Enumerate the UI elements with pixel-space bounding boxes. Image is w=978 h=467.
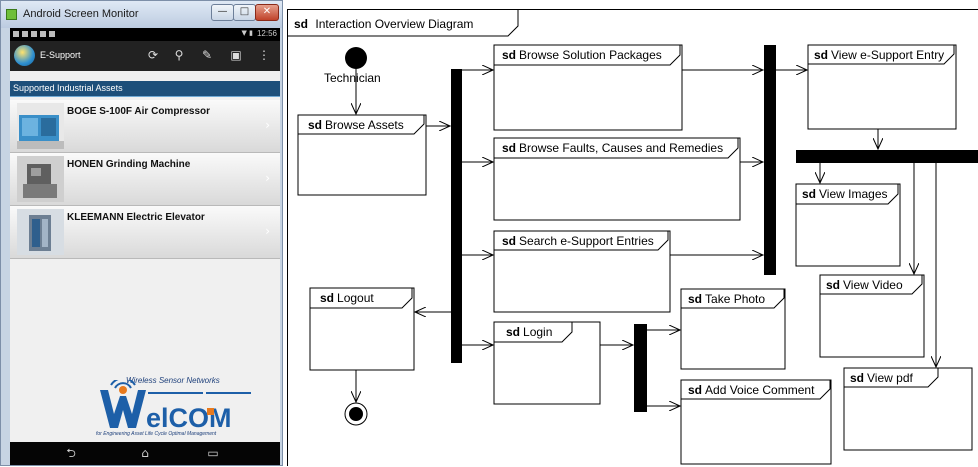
notification-icon <box>49 31 55 37</box>
interaction-overview-diagram: sd Interaction Overview Diagram Technici… <box>287 9 978 466</box>
window-titlebar[interactable]: Android Screen Monitor — □ ✕ <box>1 1 282 28</box>
home-icon[interactable]: ⌂ <box>141 446 149 460</box>
logo-caption-bottom: for Engineering Asset Life Cycle Optimal… <box>96 431 217 437</box>
minimize-button[interactable]: — <box>211 4 234 21</box>
chevron-right-icon: › <box>265 224 270 238</box>
fork-bar <box>451 69 462 363</box>
section-label: Supported Industrial Assets <box>13 83 123 93</box>
close-button[interactable]: ✕ <box>255 4 279 21</box>
notification-icon <box>22 31 28 37</box>
section-header: Supported Industrial Assets <box>10 81 280 97</box>
search-icon[interactable]: ⚲ <box>174 48 184 62</box>
android-nav-bar: ⮌ ⌂ ▭ <box>10 442 280 465</box>
chevron-right-icon: › <box>265 118 270 132</box>
wrench-icon[interactable]: ✎ <box>201 48 213 62</box>
asset-list-item[interactable]: BOGE S-100F Air Compressor › <box>10 100 280 153</box>
asset-name: BOGE S-100F Air Compressor <box>67 106 211 117</box>
maximize-button[interactable]: □ <box>233 4 256 21</box>
fork-bar <box>796 150 978 163</box>
notification-icon <box>13 31 19 37</box>
logo-caption-top: Wireless Sensor Networks <box>126 376 220 385</box>
svg-text:elCOM: elCOM <box>146 403 232 433</box>
grinding-machine-photo <box>17 156 64 202</box>
elevator-photo <box>17 209 64 255</box>
notification-icon <box>31 31 37 37</box>
frame-keyword: sd <box>294 17 308 31</box>
app-logo-icon[interactable] <box>14 45 35 66</box>
svg-text:sd Interaction Overvie: sd Interaction Overview Diagram <box>294 17 473 31</box>
refresh-icon[interactable]: ⟳ <box>147 48 159 62</box>
asset-list-item[interactable]: HONEN Grinding Machine › <box>10 153 280 206</box>
asset-name: HONEN Grinding Machine <box>67 159 191 170</box>
android-screen-monitor-window: Android Screen Monitor — □ ✕ ▼ ▮ 12:56 E… <box>0 0 283 466</box>
final-node <box>344 402 368 426</box>
android-status-bar: ▼ ▮ 12:56 <box>10 28 280 41</box>
back-icon[interactable]: ⮌ <box>66 446 76 460</box>
diagram-frame-tab: sd Interaction Overview Diagram <box>288 10 519 37</box>
welcom-logo: Wireless Sensor Networks elCOM for Engin… <box>96 376 278 440</box>
window-title: Android Screen Monitor <box>23 8 139 20</box>
initial-node-label: Technician <box>324 71 381 85</box>
join-bar <box>764 45 776 275</box>
diagram-title: Interaction Overview Diagram <box>315 17 473 31</box>
camera-icon[interactable]: ▣ <box>230 48 242 62</box>
control-flows <box>356 69 936 406</box>
asset-list-item[interactable]: KLEEMANN Electric Elevator › <box>10 206 280 259</box>
recents-icon[interactable]: ▭ <box>207 446 219 460</box>
app-action-bar: E-Support ⟳ ⚲ ✎ ▣ ⋮ <box>10 41 280 71</box>
air-compressor-photo <box>17 103 64 149</box>
notification-icon <box>40 31 46 37</box>
status-time: 12:56 <box>256 29 277 38</box>
wifi-battery-icon: ▼ ▮ <box>241 29 253 37</box>
initial-node <box>345 47 367 69</box>
overflow-menu-icon[interactable]: ⋮ <box>258 48 270 62</box>
asset-name: KLEEMANN Electric Elevator <box>67 212 205 223</box>
android-monitor-app-icon <box>6 9 17 20</box>
app-title: E-Support <box>40 50 81 60</box>
chevron-right-icon: › <box>265 171 270 185</box>
fork-bar <box>634 324 647 412</box>
device-screen: ▼ ▮ 12:56 E-Support ⟳ ⚲ ✎ ▣ ⋮ Supported … <box>10 28 280 465</box>
